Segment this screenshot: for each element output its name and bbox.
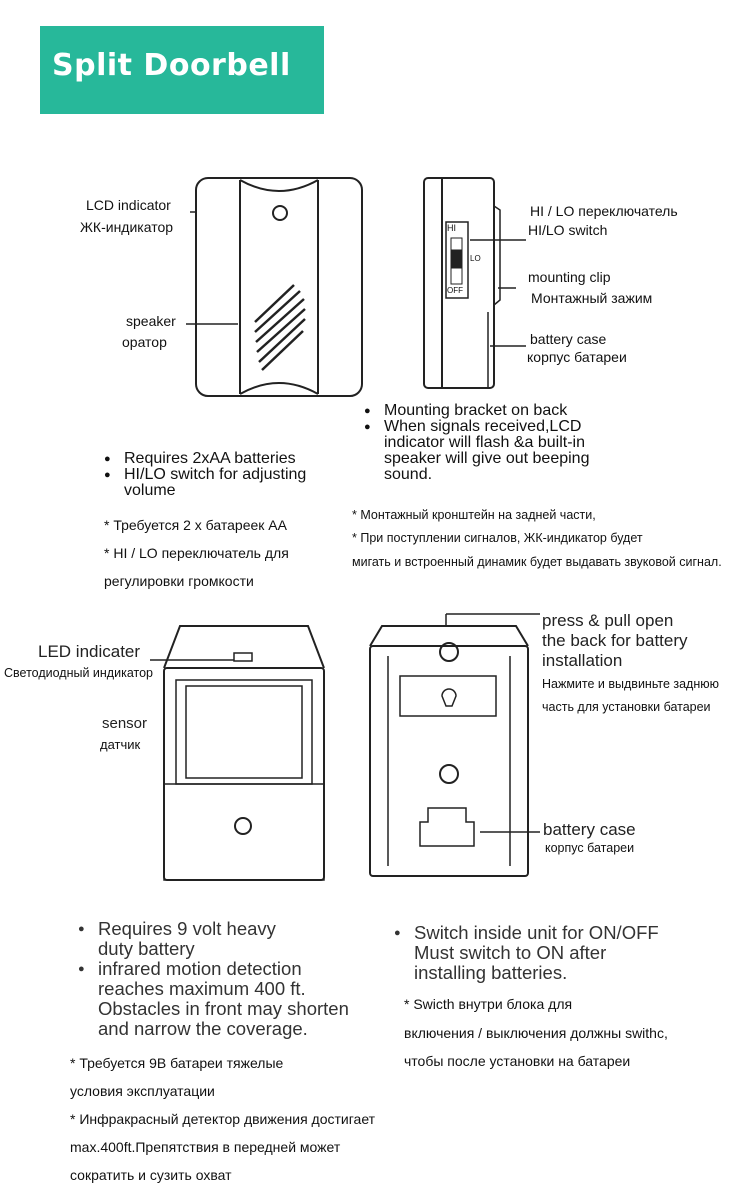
led-indicator-label-en: LED indicater xyxy=(38,642,141,661)
sensor-note-ru: max.400ft.Препятствия в передней может xyxy=(70,1139,341,1155)
battery-case-label-ru: корпус батареи xyxy=(527,349,627,365)
receiver-note-ru: регулировки громкости xyxy=(104,573,254,589)
speaker-label-en: speaker xyxy=(126,313,176,329)
sensor-note-ru: * Swicth внутри блока для xyxy=(404,996,573,1012)
sensor-front-drawing xyxy=(150,625,325,881)
list-item: Requires 9 volt heavy duty battery xyxy=(76,919,349,959)
receiver-note-ru: * Требуется 2 х батареек АА xyxy=(104,517,287,533)
receiver-front-drawing xyxy=(186,177,363,397)
sensor-battery-case-label-en: battery case xyxy=(543,820,636,839)
press-pull-label-ru: часть для установки батареи xyxy=(542,700,711,714)
list-item: Mounting bracket on back xyxy=(362,403,589,420)
sensor-note-ru: сократить и сузить охват xyxy=(70,1167,232,1183)
title-banner: Split Doorbell xyxy=(40,26,324,114)
sensor-features-right-list: Switch inside unit for ON/OFF Must switc… xyxy=(392,923,659,983)
sensor-features-left-list: Requires 9 volt heavy duty battery infra… xyxy=(76,919,349,1039)
receiver-features-right-list: Mounting bracket on back When signals re… xyxy=(362,403,589,483)
receiver-note-ru: * Монтажный кронштейн на задней части, xyxy=(352,508,596,522)
receiver-note-ru: мигать и встроенный динамик будет выдава… xyxy=(352,555,722,569)
battery-case-label-en: battery case xyxy=(530,331,607,347)
hi-lo-switch-label-ru: HI / LO переключатель xyxy=(530,203,678,219)
switch-lo-mark: LO xyxy=(470,254,481,263)
speaker-label-ru: оратор xyxy=(122,334,167,350)
switch-hi-mark: HI xyxy=(447,223,456,233)
sensor-note-ru: включения / выключения должны swithc, xyxy=(404,1025,668,1041)
list-item: infrared motion detection reaches maximu… xyxy=(76,959,349,1039)
sensor-note-ru: * Инфракрасный детектор движения достига… xyxy=(70,1111,376,1127)
hi-lo-switch-label-en: HI/LO switch xyxy=(528,222,608,238)
sensor-back-drawing xyxy=(369,613,540,877)
sensor-note-ru: условия эксплуатации xyxy=(70,1083,215,1099)
receiver-features-left-list: Requires 2xAA batteries HI/LO switch for… xyxy=(102,451,306,499)
mounting-clip-label-en: mounting clip xyxy=(528,269,611,285)
sensor-battery-case-label-ru: корпус батареи xyxy=(545,841,635,855)
list-item: When signals received,LCD indicator will… xyxy=(362,419,589,483)
mounting-clip-label-ru: Монтажный зажим xyxy=(531,290,653,306)
switch-off-mark: OFF xyxy=(447,286,463,295)
list-item: Switch inside unit for ON/OFF Must switc… xyxy=(392,923,659,983)
list-item: HI/LO switch for adjusting volume xyxy=(102,467,306,499)
list-item: Requires 2xAA batteries xyxy=(102,451,306,468)
banner-title: Split Doorbell xyxy=(52,48,291,83)
sensor-label-ru: датчик xyxy=(100,737,141,752)
lcd-indicator-label-ru: ЖК-индикатор xyxy=(80,219,174,235)
sensor-note-ru: * Требуется 9В батареи тяжелые xyxy=(70,1055,284,1071)
press-pull-label: press & pull open the back for battery i… xyxy=(542,611,688,670)
receiver-note-ru: * HI / LO переключатель для xyxy=(104,545,289,561)
sensor-note-ru: чтобы после установки на батареи xyxy=(404,1053,631,1069)
press-pull-label-ru: Нажмите и выдвиньте заднюю xyxy=(542,677,720,691)
receiver-note-ru: * При поступлении сигналов, ЖК-индикатор… xyxy=(352,531,643,545)
led-indicator-label-ru: Светодиодный индикатор xyxy=(4,666,153,680)
sensor-label-en: sensor xyxy=(102,715,148,732)
lcd-indicator-label-en: LCD indicator xyxy=(86,197,171,213)
receiver-side-drawing xyxy=(423,177,526,389)
